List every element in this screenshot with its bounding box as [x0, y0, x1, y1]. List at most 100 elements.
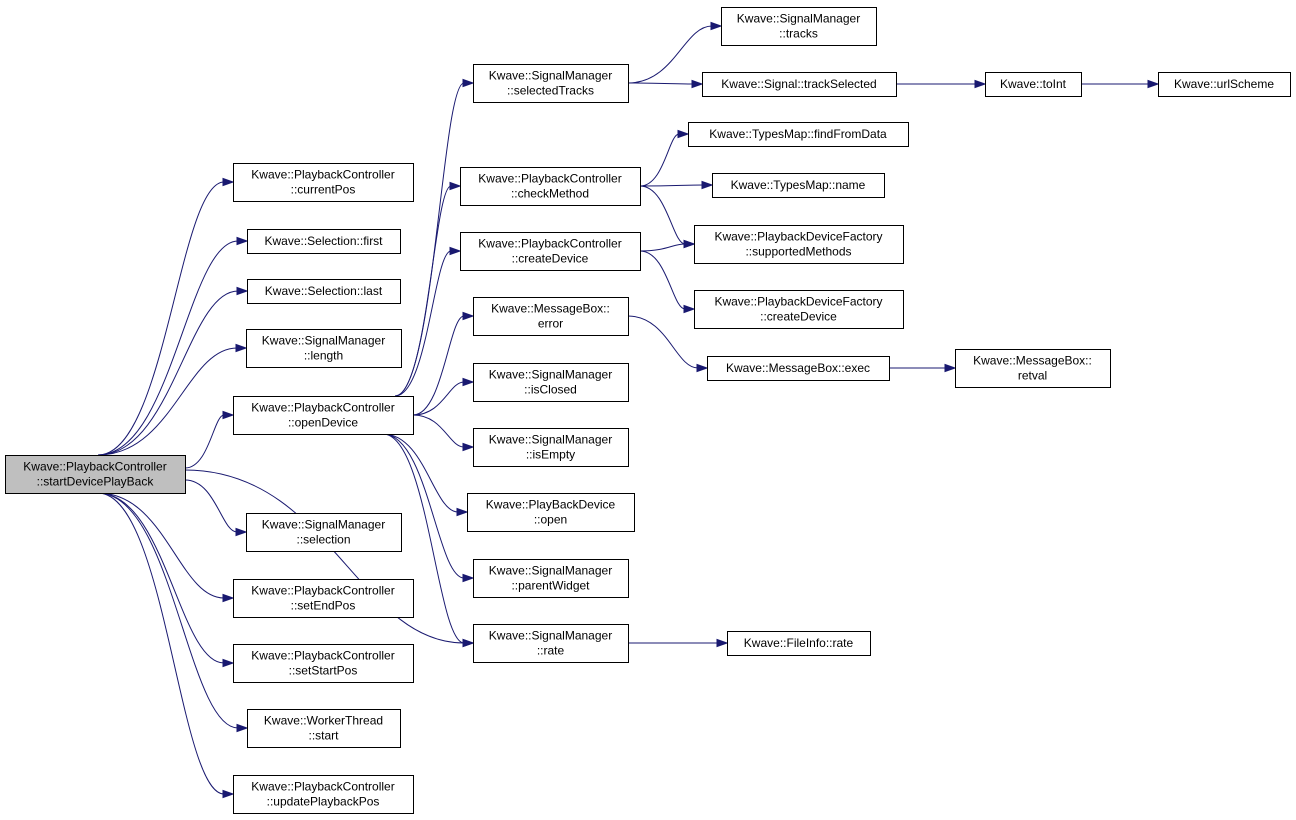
node-box	[727, 631, 871, 656]
graph-node[interactable]: Kwave::PlaybackController::startDevicePl…	[5, 455, 186, 494]
node-label: Kwave::SignalManager	[489, 433, 612, 447]
graph-node[interactable]: Kwave::PlaybackController::setStartPos	[233, 644, 414, 683]
node-box	[955, 349, 1111, 388]
graph-node[interactable]: Kwave::PlaybackController::createDevice	[460, 232, 641, 271]
node-label: Kwave::Selection::last	[265, 284, 383, 298]
edge-arrowhead	[462, 442, 475, 452]
graph-node[interactable]: Kwave::TypesMap::name	[712, 173, 885, 198]
edge-arrowhead	[235, 343, 248, 353]
node-label: Kwave::PlaybackController	[251, 168, 394, 182]
graph-node[interactable]: Kwave::FileInfo::rate	[727, 631, 871, 656]
node-label: retval	[1018, 369, 1047, 383]
node-label: Kwave::PlaybackController	[251, 780, 394, 794]
graph-node[interactable]: Kwave::PlaybackController::setEndPos	[233, 579, 414, 618]
graph-node[interactable]: Kwave::MessageBox::exec	[707, 356, 890, 381]
graph-node[interactable]: Kwave::PlaybackDeviceFactory::createDevi…	[694, 290, 904, 329]
node-label: Kwave::PlaybackController	[251, 584, 394, 598]
node-label: Kwave::PlaybackController	[251, 401, 394, 415]
call-edge	[97, 181, 225, 456]
node-box	[233, 163, 414, 202]
node-label: ::open	[534, 513, 567, 527]
node-label: ::supportedMethods	[745, 245, 851, 259]
node-label: Kwave::SignalManager	[737, 12, 860, 26]
node-label: Kwave::TypesMap::findFromData	[709, 127, 887, 141]
graph-node[interactable]: Kwave::WorkerThread::start	[247, 709, 401, 748]
call-edge	[639, 243, 686, 252]
node-label: ::rate	[537, 644, 565, 658]
graph-node[interactable]: Kwave::SignalManager::length	[246, 329, 402, 368]
node-box	[246, 329, 402, 368]
node-label: ::currentPos	[291, 183, 356, 197]
graph-node[interactable]: Kwave::SignalManager::isClosed	[473, 363, 629, 402]
node-box	[473, 64, 629, 103]
root-node-box	[5, 455, 186, 494]
graph-node[interactable]: Kwave::PlaybackController::currentPos	[233, 163, 414, 202]
node-box	[460, 167, 641, 206]
edge-arrowhead	[696, 363, 709, 373]
edge-arrowhead	[236, 236, 249, 246]
graph-node[interactable]: Kwave::toInt	[985, 72, 1082, 97]
edge-arrowhead	[449, 181, 462, 191]
graph-node[interactable]: Kwave::SignalManager::rate	[473, 624, 629, 663]
node-box	[233, 396, 414, 435]
call-edge	[97, 492, 225, 795]
edge-arrowhead	[456, 507, 469, 517]
call-edge	[394, 185, 452, 397]
node-label: Kwave::SignalManager	[489, 368, 612, 382]
graph-node[interactable]: Kwave::TypesMap::findFromData	[688, 122, 909, 147]
graph-node[interactable]: Kwave::PlaybackDeviceFactory::supportedM…	[694, 225, 904, 264]
graph-node[interactable]: Kwave::Signal::trackSelected	[702, 72, 897, 97]
node-label: Kwave::SignalManager	[262, 334, 385, 348]
call-edge	[97, 240, 239, 456]
call-edge	[639, 185, 686, 245]
graph-node[interactable]: Kwave::SignalManager::parentWidget	[473, 559, 629, 598]
node-box	[707, 356, 890, 381]
call-edge	[97, 492, 225, 599]
node-label: Kwave::Signal::trackSelected	[721, 77, 876, 91]
node-label: ::createDevice	[512, 252, 589, 266]
node-label: Kwave::PlaybackController	[23, 460, 166, 474]
graph-node[interactable]: Kwave::SignalManager::selectedTracks	[473, 64, 629, 103]
node-label: Kwave::SignalManager	[489, 564, 612, 578]
node-box	[473, 363, 629, 402]
node-label: ::checkMethod	[511, 187, 589, 201]
edge-arrowhead	[462, 78, 475, 88]
node-label: ::tracks	[779, 27, 818, 41]
call-edge	[639, 250, 686, 310]
graph-node[interactable]: Kwave::PlaybackController::openDevice	[233, 396, 414, 435]
graph-node[interactable]: Kwave::MessageBox::error	[473, 297, 629, 336]
node-label: ::setStartPos	[289, 664, 358, 678]
graph-node[interactable]: Kwave::PlaybackController::checkMethod	[460, 167, 641, 206]
graph-node[interactable]: Kwave::SignalManager::isEmpty	[473, 428, 629, 467]
graph-node[interactable]: Kwave::MessageBox::retval	[955, 349, 1111, 388]
node-box	[702, 72, 897, 97]
node-label: ::parentWidget	[511, 579, 590, 593]
call-edge	[97, 492, 239, 729]
graph-node[interactable]: Kwave::PlaybackController::updatePlaybac…	[233, 775, 414, 814]
graph-node[interactable]: Kwave::Selection::last	[247, 279, 401, 304]
node-box	[233, 644, 414, 683]
node-label: Kwave::SignalManager	[489, 69, 612, 83]
graph-node[interactable]: Kwave::SignalManager::tracks	[721, 7, 877, 46]
node-label: ::openDevice	[288, 416, 358, 430]
call-edge	[394, 82, 465, 397]
edge-arrowhead	[683, 239, 696, 249]
node-label: ::isEmpty	[526, 448, 575, 462]
edge-arrowhead	[974, 79, 987, 89]
node-box	[246, 513, 402, 552]
graph-node[interactable]: Kwave::SignalManager::selection	[246, 513, 402, 552]
edge-arrowhead	[222, 177, 235, 187]
node-label: ::setEndPos	[291, 599, 356, 613]
edges-layer	[97, 21, 1160, 799]
graph-node[interactable]: Kwave::Selection::first	[247, 229, 401, 254]
call-edge	[97, 492, 225, 664]
edge-arrowhead	[222, 410, 235, 420]
call-edge	[97, 347, 238, 456]
graph-node[interactable]: Kwave::PlayBackDevice::open	[467, 493, 635, 532]
call-edge	[184, 479, 238, 533]
edge-arrowhead	[701, 180, 714, 190]
call-edge	[382, 433, 465, 579]
graph-node[interactable]: Kwave::urlScheme	[1158, 72, 1291, 97]
node-box	[473, 624, 629, 663]
